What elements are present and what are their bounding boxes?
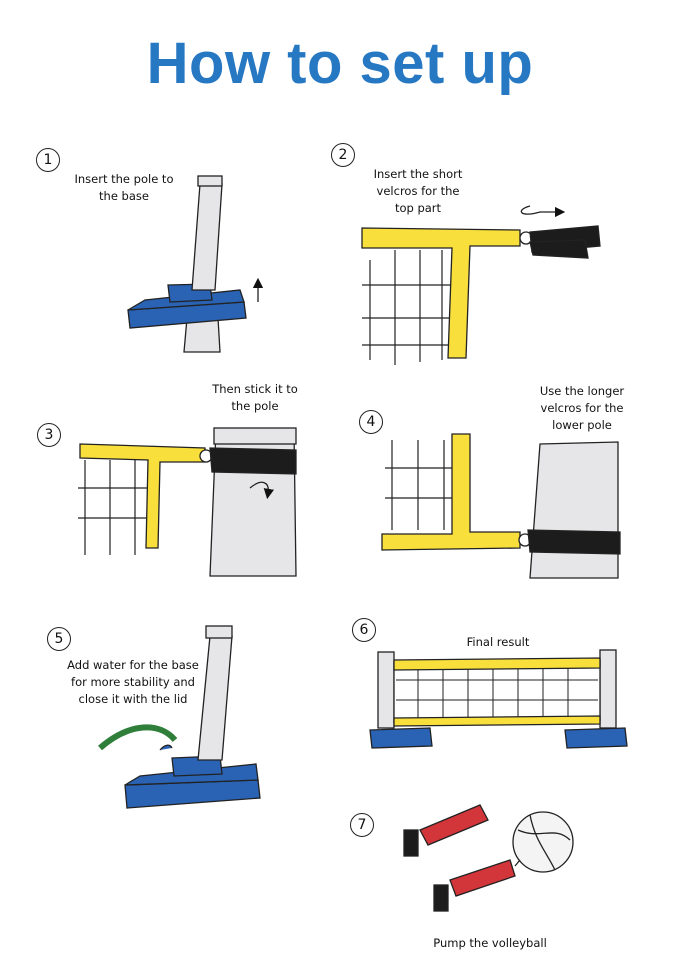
step-5-caption: Add water for the base for more stabilit… — [67, 658, 199, 706]
step-7-illustration — [403, 804, 574, 912]
step-7-caption: Pump the volleyball — [433, 936, 547, 950]
step-2-number: 2 — [331, 143, 355, 167]
step-4-illustration — [381, 433, 621, 579]
step-6-caption: Final result — [466, 635, 530, 649]
step-2-caption: Insert the short velcros for the top par… — [373, 167, 463, 215]
step-5-number: 5 — [47, 627, 71, 651]
step-6-illustration — [369, 649, 628, 749]
step-3-number: 3 — [37, 423, 61, 447]
step-3-illustration — [78, 427, 297, 577]
step-1-caption: Insert the pole to the base — [74, 172, 174, 203]
step-2-illustration — [361, 205, 601, 365]
step-1-illustration — [127, 175, 264, 353]
page-title: How to set up — [146, 31, 534, 96]
step-5-illustration — [98, 625, 261, 809]
step-1-number: 1 — [36, 148, 60, 172]
step-6-number: 6 — [352, 618, 376, 642]
step-7-number: 7 — [350, 813, 374, 837]
step-4-caption: Use the longer velcros for the lower pol… — [539, 384, 625, 432]
step-4-number: 4 — [359, 410, 383, 434]
step-3-caption: Then stick it to the pole — [212, 382, 298, 413]
